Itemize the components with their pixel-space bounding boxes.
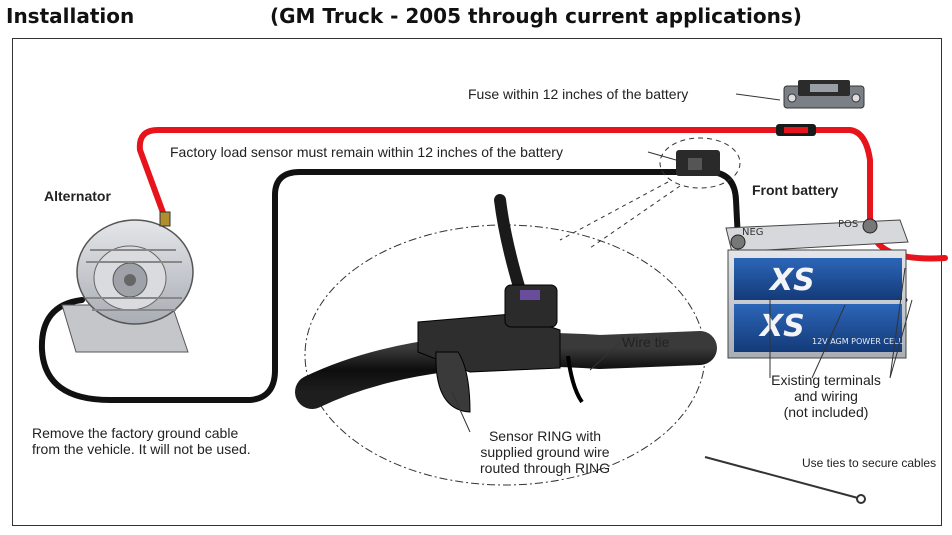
sensor-ring-leader [451, 391, 471, 433]
label-fuse: Fuse within 12 inches of the battery [468, 86, 689, 102]
label-ring-line-2: supplied ground wire [480, 444, 610, 460]
label-existing-line-2: and wiring [794, 388, 858, 404]
label-existing-line-3: (not included) [783, 404, 869, 420]
label-existing-line-1: Existing terminals [771, 372, 881, 388]
detail-callout-outline [559, 181, 681, 249]
pos-terminal [862, 218, 878, 234]
alternator-icon [61, 211, 194, 353]
header-installation: Installation [6, 4, 135, 28]
battery-model: 12V AGM POWER CELL [812, 337, 903, 346]
label-existing-terminals: Existing terminals and wiring (not inclu… [758, 372, 894, 420]
cable-tie-icon [704, 456, 866, 504]
wire-tie-leader [589, 342, 621, 371]
detail-load-sensor [417, 284, 561, 413]
load-sensor-icon [676, 150, 720, 176]
label-front-battery: Front battery [752, 182, 839, 198]
header-applications: (GM Truck - 2005 through current applica… [270, 4, 802, 28]
label-alternator: Alternator [44, 188, 111, 204]
inline-fuse-icon [776, 124, 816, 136]
diagram-frame [12, 38, 942, 526]
label-wire-tie: Wire tie [622, 334, 670, 350]
label-load-sensor: Factory load sensor must remain within 1… [170, 144, 563, 160]
label-ring-line-1: Sensor RING with [488, 428, 602, 444]
existing-terminals-leader-left [769, 300, 846, 379]
label-remove-ground: Remove the factory ground cable from the… [32, 425, 251, 457]
sensor-leader [647, 151, 677, 161]
battery-icon: XS XS 12V AGM POWER CELL NEG POS [725, 218, 909, 359]
detail-sensor-harness [494, 194, 526, 296]
detail-wire-tie [566, 355, 584, 404]
existing-terminals-leader-right [889, 267, 913, 379]
positive-cable [136, 127, 873, 225]
neg-terminal [730, 234, 746, 250]
battery-brand-bottom: XS [758, 309, 805, 344]
battery-brand-top: XS [768, 263, 815, 298]
ground-cable [38, 169, 693, 403]
label-ring-line-3: routed through RING [480, 460, 610, 476]
label-remove-line-1: Remove the factory ground cable [32, 425, 239, 441]
label-sensor-ring: Sensor RING with supplied ground wire ro… [455, 428, 635, 476]
battery-pos-label: POS [838, 219, 858, 230]
sensor-callout-ellipse [659, 137, 741, 189]
fuse-leader [735, 93, 781, 101]
label-remove-line-2: from the vehicle. It will not be used. [32, 441, 251, 457]
fuse-holder-icon [783, 80, 865, 109]
battery-neg-label: NEG [742, 227, 764, 238]
label-use-ties: Use ties to secure cables [802, 456, 937, 470]
